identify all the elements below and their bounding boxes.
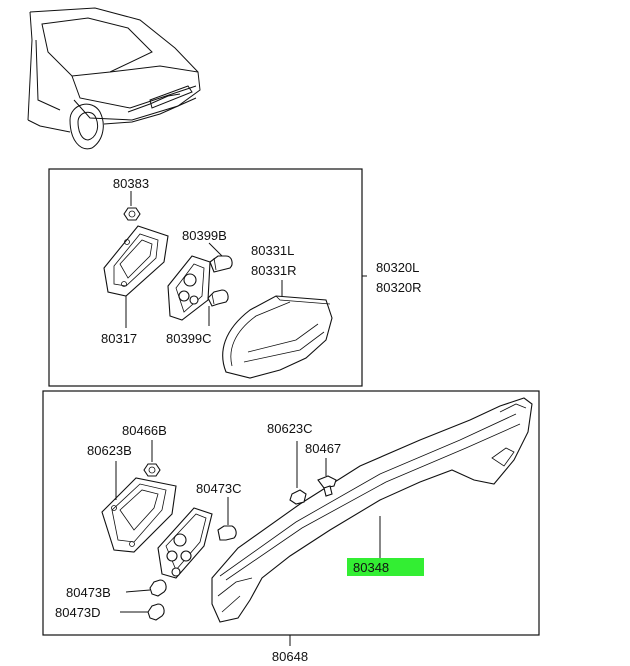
- label-80331r: 80331R: [251, 263, 297, 278]
- highlighted-part-80348[interactable]: 80348: [347, 558, 424, 576]
- label-80473c: 80473C: [196, 481, 242, 496]
- bulb-80399b-icon: [209, 255, 233, 273]
- nut-80383-icon: [123, 207, 141, 221]
- lower-group-frame: [42, 390, 540, 636]
- label-80399c: 80399C: [166, 331, 212, 346]
- label-80623b: 80623B: [87, 443, 132, 458]
- socket-plate-icon: [167, 255, 211, 321]
- bulb-80473c-icon: [217, 525, 237, 541]
- label-80320l: 80320L: [376, 260, 419, 275]
- bulb-80473d-icon: [147, 603, 165, 621]
- bulb-80399c-icon: [207, 289, 229, 307]
- socket-assembly-icon: [157, 507, 213, 579]
- garnish-lamp-80348-icon: [211, 397, 533, 623]
- label-80473b: 80473B: [66, 585, 111, 600]
- highlight-box: [347, 558, 424, 576]
- label-80348: 80348: [353, 560, 389, 575]
- label-80467: 80467: [305, 441, 341, 456]
- label-80399b: 80399B: [182, 228, 227, 243]
- nut-80466b-icon: [143, 463, 161, 477]
- label-80317: 80317: [101, 331, 137, 346]
- gasket-80623b-icon: [101, 477, 177, 553]
- label-80331l: 80331L: [251, 243, 294, 258]
- gasket-80317-icon: [103, 225, 169, 297]
- label-80473d: 80473D: [55, 605, 101, 620]
- bulb-80473b-icon: [149, 579, 167, 597]
- tail-lamp-80331-icon: [222, 295, 333, 379]
- label-80648: 80648: [272, 649, 308, 664]
- label-80623c: 80623C: [267, 421, 313, 436]
- label-80466b: 80466B: [122, 423, 167, 438]
- screw-80467-icon: [317, 475, 337, 497]
- clip-80623c-icon: [289, 489, 307, 505]
- label-80383: 80383: [113, 176, 149, 191]
- label-80320r: 80320R: [376, 280, 422, 295]
- car-rear-view-illustration: [27, 7, 201, 150]
- upper-group-frame: [48, 168, 363, 387]
